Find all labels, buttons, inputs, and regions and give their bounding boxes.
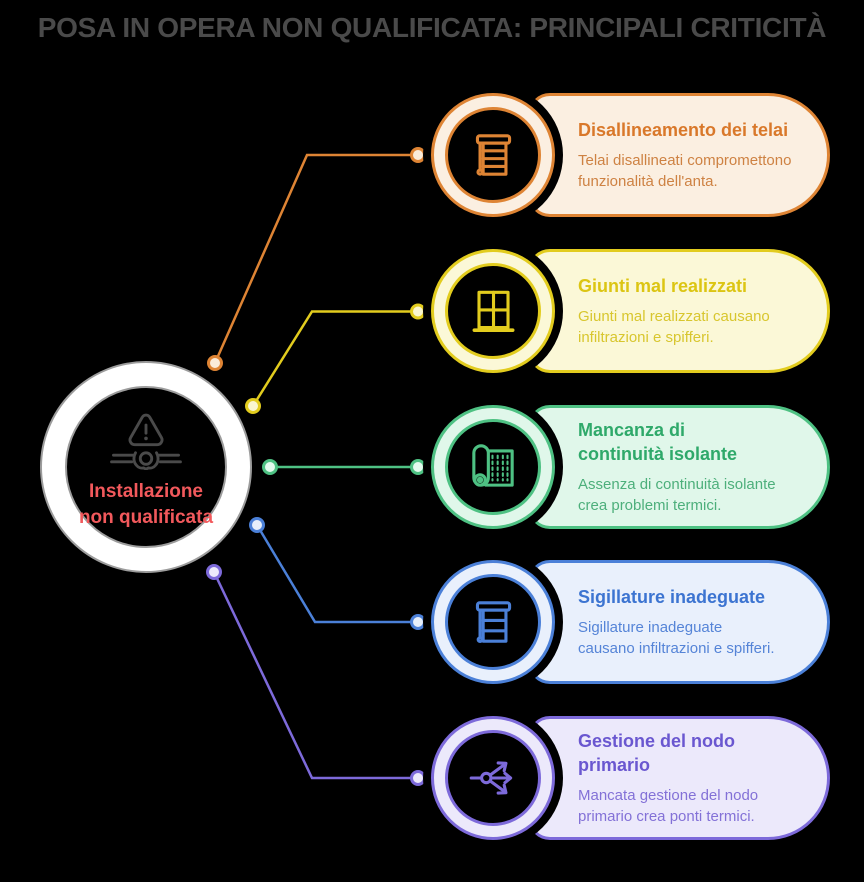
item-title: Mancanza di continuità isolante: [578, 420, 738, 464]
item-card-giunti: Giunti mal realizzati Giunti mal realizz…: [528, 249, 830, 373]
item-icon-circle-isolante: [431, 405, 555, 529]
central-label: Installazione non qualificata: [79, 479, 213, 531]
connector-dot: [262, 459, 278, 475]
item-title: Sigillature inadeguate: [578, 587, 766, 607]
item-card-isolante: Mancanza di continuità isolante Assenza …: [528, 405, 830, 529]
item-description: Sigillature inadeguate causano infiltraz…: [578, 619, 775, 657]
faulty-installation-warning-icon: [102, 404, 190, 475]
insulation-roll-icon: [472, 444, 514, 487]
connector-dot: [245, 398, 261, 414]
item-description: Assenza di continuità isolante crea prob…: [578, 476, 776, 514]
item-title: Gestione del nodo primario: [578, 731, 736, 775]
item-title: Disallineamento dei telai: [578, 120, 789, 140]
item-title: Giunti mal realizzati: [578, 276, 748, 296]
connector-telai: [207, 147, 426, 371]
connector-dot: [206, 564, 222, 580]
central-node-inner: Installazione non qualificata: [65, 386, 227, 548]
item-card-telai: Disallineamento dei telai Telai disallin…: [528, 93, 830, 217]
connector-dot: [249, 517, 265, 533]
window-frame-icon: [472, 290, 515, 332]
page-title: POSA IN OPERA NON QUALIFICATA: PRINCIPAL…: [37, 12, 827, 43]
item-description: Telai disallineati compromettono funzion…: [578, 152, 792, 190]
central-node: Installazione non qualificata: [40, 361, 252, 573]
item-description: Giunti mal realizzati causano infiltrazi…: [578, 308, 770, 346]
item-card-nodo: Gestione del nodo primario Mancata gesti…: [528, 716, 830, 840]
central-label-line1: Installazione: [88, 480, 203, 502]
item-icon-inner: [445, 730, 541, 826]
central-label-line2: non qualificata: [78, 506, 214, 528]
connector-giunti: [245, 303, 426, 414]
connector-dot: [410, 303, 426, 320]
item-description: Mancata gestione del nodo primario crea …: [578, 787, 759, 825]
connector-dot: [207, 355, 223, 371]
item-icon-circle-sigillature: [431, 560, 555, 684]
item-icon-inner: [445, 419, 541, 515]
connector-dot: [410, 770, 426, 786]
item-icon-circle-telai: [431, 93, 555, 217]
connector-sigillature: [249, 517, 426, 630]
roller-shutter-icon: [475, 134, 512, 176]
item-icon-circle-nodo: [431, 716, 555, 840]
window-shutter-icon: [475, 601, 512, 644]
connector-isolante: [262, 459, 426, 475]
connector-nodo: [206, 564, 426, 786]
connector-dot: [410, 459, 426, 475]
connector-dot: [410, 147, 426, 163]
item-card-sigillature: Sigillature inadeguate Sigillature inade…: [528, 560, 830, 684]
connector-dot: [410, 614, 426, 630]
item-icon-inner: [445, 263, 541, 359]
item-icon-inner: [445, 574, 541, 670]
item-icon-inner: [445, 107, 541, 203]
item-icon-circle-giunti: [431, 249, 555, 373]
branch-node-icon: [469, 761, 513, 795]
